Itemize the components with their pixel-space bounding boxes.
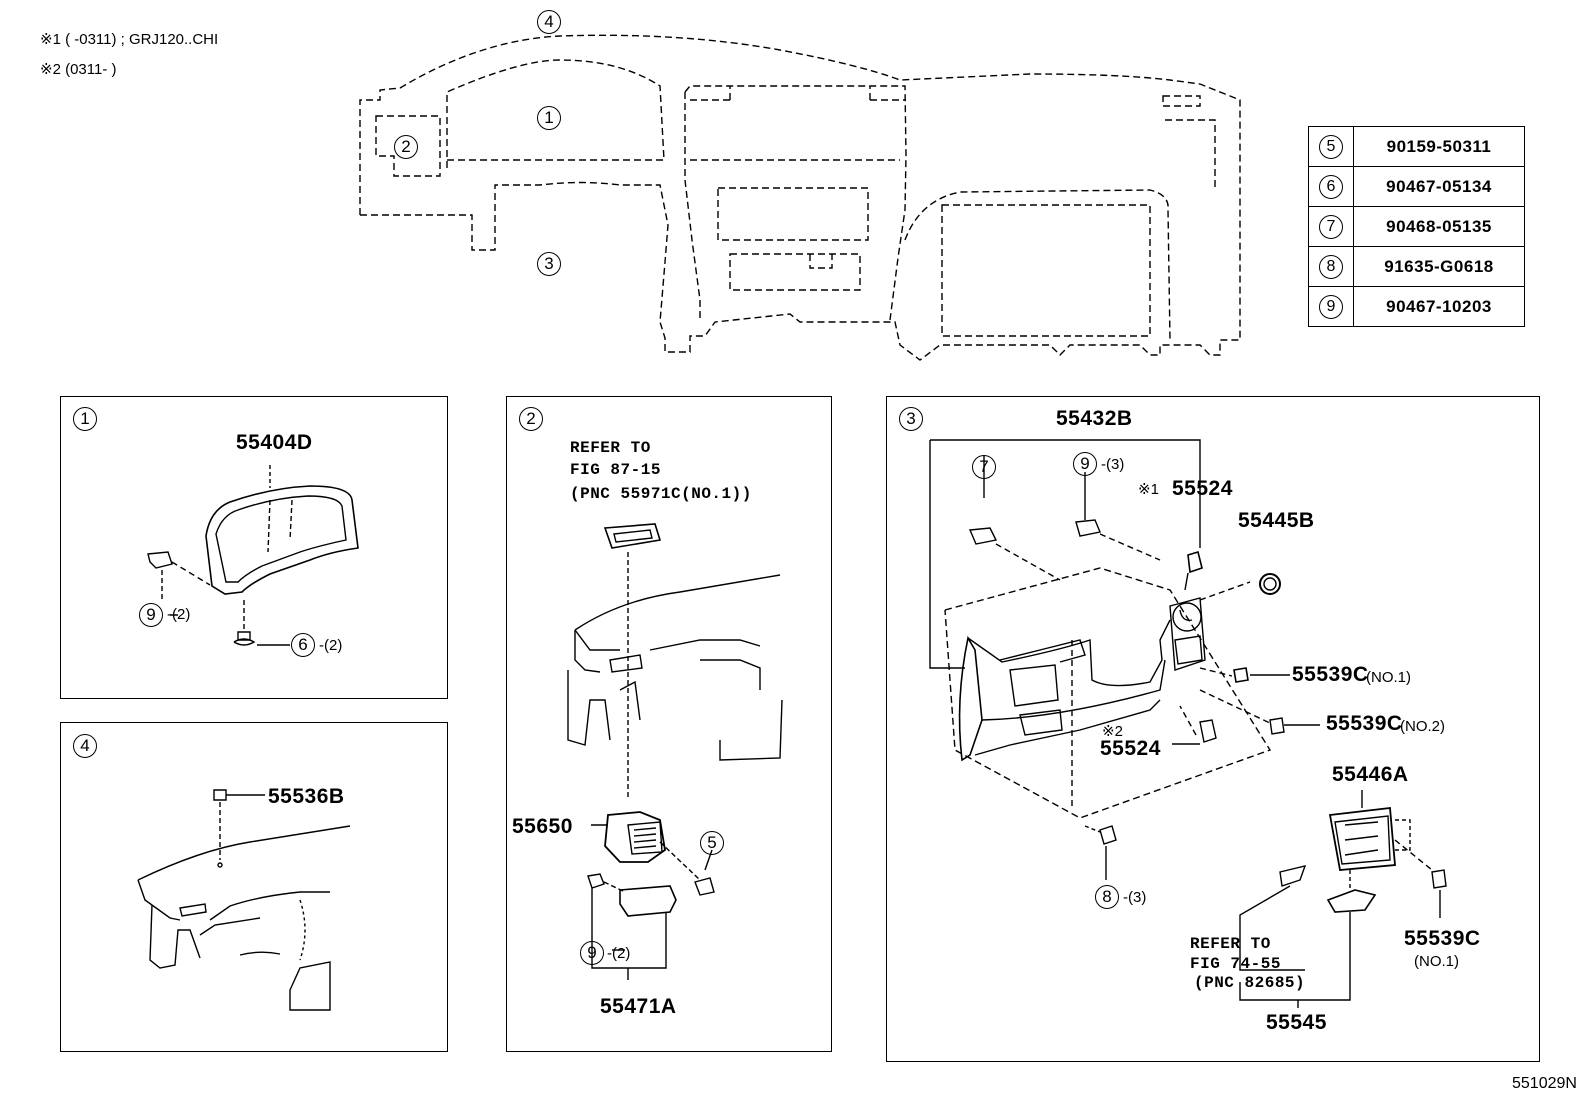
callout-1-top: 1 <box>537 106 561 130</box>
fastener-key-circle: 8 <box>1319 254 1343 279</box>
callout-9-p1: 9 <box>139 603 163 627</box>
fastener-row: 6 90467-05134 <box>1308 166 1525 207</box>
panel1-art <box>147 465 359 646</box>
fastener-key-circle: 7 <box>1319 214 1343 239</box>
panel-4 <box>60 722 448 1052</box>
part-55445B[interactable]: 55445B <box>1238 509 1315 532</box>
mark-1-p3: ※1 <box>1138 481 1159 498</box>
callout-5-p2: 5 <box>700 831 724 855</box>
fastener-table: 5 90159-50311 6 90467-05134 7 90468-05135 8 916… <box>1308 126 1525 327</box>
part-55545[interactable]: 55545 <box>1266 1011 1327 1034</box>
fastener-part-number[interactable]: 90467-10203 <box>1353 286 1525 327</box>
figure-code: 551029N <box>1512 1075 1577 1092</box>
panel-3 <box>886 396 1540 1062</box>
panel-2 <box>506 396 832 1052</box>
part-55471A[interactable]: 55471A <box>600 995 677 1018</box>
fastener-row: 8 91635-G0618 <box>1308 246 1525 287</box>
fastener-key: 8 <box>1308 246 1354 287</box>
refer-p2-line1: REFER TO <box>570 439 651 457</box>
panel-3-number: 3 <box>899 407 923 431</box>
note-1: ※1 ( -0311) ; GRJ120..CHI <box>40 31 219 48</box>
part-55446A[interactable]: 55446A <box>1332 763 1409 786</box>
callout-9-p2: 9 <box>580 941 604 965</box>
mark-2-p3: ※2 <box>1102 723 1123 740</box>
fastener-key-circle: 6 <box>1319 174 1343 199</box>
refer-p2-line3[interactable]: (PNC 55971C(NO.1)) <box>570 485 752 503</box>
panel4-art <box>137 789 351 1011</box>
fastener-part-number[interactable]: 90467-05134 <box>1353 166 1525 207</box>
refer-p3-line1: REFER TO <box>1190 935 1271 953</box>
part-55539C-b[interactable]: 55539C <box>1404 927 1481 950</box>
part-55524-a[interactable]: 55524 <box>1172 477 1233 500</box>
refer-p3-line2: FIG 74-55 <box>1190 955 1281 973</box>
qty-9-p2: -(2) <box>607 945 631 962</box>
fastener-part-number[interactable]: 91635-G0618 <box>1353 246 1525 287</box>
fastener-key-circle: 5 <box>1319 134 1343 159</box>
fastener-row: 7 90468-05135 <box>1308 206 1525 247</box>
dashboard-overview <box>359 34 1241 361</box>
panel-4-number: 4 <box>73 734 97 758</box>
part-55539C-no2[interactable]: 55539C <box>1326 712 1403 735</box>
part-55404D[interactable]: 55404D <box>236 431 313 454</box>
callout-4-top: 4 <box>537 10 561 34</box>
fastener-key: 7 <box>1308 206 1354 247</box>
fastener-part-number[interactable]: 90468-05135 <box>1353 206 1525 247</box>
callout-3-top: 3 <box>537 252 561 276</box>
refer-p3-line3[interactable]: (PNC 82685) <box>1194 974 1306 992</box>
fastener-key: 5 <box>1308 126 1354 167</box>
qty-9-p3: -(3) <box>1101 456 1125 473</box>
fastener-row: 5 90159-50311 <box>1308 126 1525 167</box>
label-no2: (NO.2) <box>1400 718 1445 735</box>
callout-6-p1: 6 <box>291 633 315 657</box>
panel3-art <box>929 439 1447 1008</box>
panel2-art <box>567 523 783 980</box>
panel-1 <box>60 396 448 699</box>
callout-7-p3: 7 <box>972 455 996 479</box>
qty-6-p1: -(2) <box>319 637 343 654</box>
fastener-part-number[interactable]: 90159-50311 <box>1353 126 1525 167</box>
part-55432B[interactable]: 55432B <box>1056 407 1133 430</box>
qty-8-p3: -(3) <box>1123 889 1147 906</box>
callout-9-p3: 9 <box>1073 452 1097 476</box>
fastener-row: 9 90467-10203 <box>1308 286 1525 327</box>
panel-1-number: 1 <box>73 407 97 431</box>
label-no1-b: (NO.1) <box>1414 953 1459 970</box>
part-55536B[interactable]: 55536B <box>268 785 345 808</box>
part-55524-b[interactable]: 55524 <box>1100 737 1161 760</box>
part-55650[interactable]: 55650 <box>512 815 573 838</box>
qty-9-p1: -(2) <box>167 606 191 623</box>
fastener-key: 9 <box>1308 286 1354 327</box>
refer-p2-line2: FIG 87-15 <box>570 461 661 479</box>
callout-2-top: 2 <box>394 135 418 159</box>
callout-8-p3: 8 <box>1095 885 1119 909</box>
label-no1: (NO.1) <box>1366 669 1411 686</box>
fastener-key-circle: 9 <box>1319 294 1343 319</box>
panel-2-number: 2 <box>519 407 543 431</box>
part-55539C-no1[interactable]: 55539C <box>1292 663 1369 686</box>
fastener-key: 6 <box>1308 166 1354 207</box>
note-2: ※2 (0311- ) <box>40 61 117 78</box>
